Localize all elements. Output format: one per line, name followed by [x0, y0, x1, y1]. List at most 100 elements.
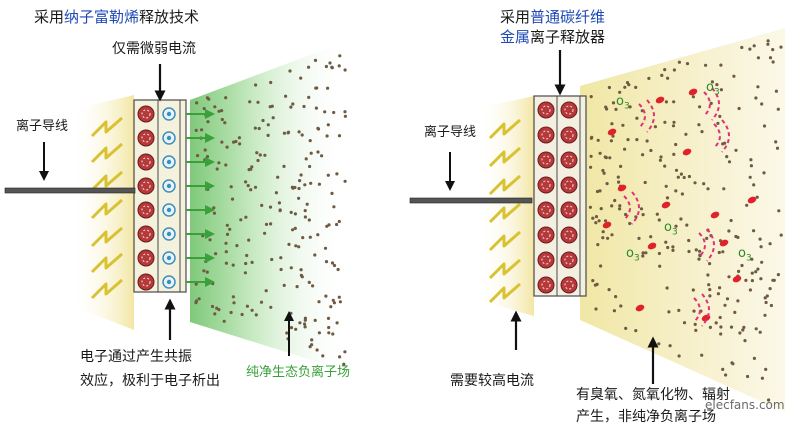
ion-particle [619, 304, 623, 308]
ion-particle [748, 175, 752, 179]
ion-particle [750, 279, 755, 283]
ion-particle [194, 299, 198, 303]
pollutant-particle [719, 239, 729, 247]
right-title-line2-highlight: 金属 [500, 28, 531, 46]
emitter-cell-core [541, 105, 551, 115]
ion-particle [314, 106, 318, 110]
ion-particle [232, 301, 236, 305]
ion-particle [308, 345, 312, 349]
ion-particle [657, 218, 661, 222]
lightning-bolt [488, 282, 521, 304]
ozone-label-5: o3 [738, 246, 752, 264]
ion-particle [313, 253, 317, 257]
ion-particle [256, 158, 260, 163]
emitter-cell-core [141, 157, 151, 167]
ion-particle [702, 182, 706, 186]
ion-particle [263, 153, 267, 157]
ion-particle [297, 186, 301, 191]
ion-particle [682, 321, 687, 325]
ion-particle [338, 54, 342, 58]
ion-particle [729, 325, 734, 329]
ion-particle [613, 198, 617, 203]
ion-particle [317, 182, 321, 186]
ion-particle [671, 245, 675, 249]
ion-particle [332, 263, 337, 268]
radiation-wave [713, 123, 721, 149]
ion-particle [332, 110, 336, 115]
ion-particle [693, 322, 697, 326]
right-title-line1: 采用普通碳纤维 [500, 8, 605, 26]
ion-particle [763, 296, 767, 300]
ion-particle [313, 58, 318, 63]
emitter-cell-core [564, 205, 574, 215]
ion-particle [589, 154, 593, 158]
ion-particle [293, 226, 297, 230]
radiation-wave [638, 103, 646, 129]
ion-particle [595, 282, 599, 286]
right-title-line1-prefix: 采用 [500, 8, 531, 26]
ion-particle [614, 107, 618, 111]
emitter-cell-core [541, 130, 551, 140]
ion-particle [674, 168, 679, 172]
ion-particle [311, 284, 315, 288]
ion-particle [200, 128, 204, 132]
ion-particle [337, 219, 341, 224]
ion-particle [244, 180, 248, 184]
ion-particle [259, 300, 264, 304]
ion-particle [278, 208, 282, 212]
ion-particle [240, 312, 244, 317]
emitter-cell-core [564, 155, 574, 165]
ion-particle [303, 322, 307, 326]
emitter-cell-core [141, 181, 151, 191]
ion-particle [305, 202, 309, 206]
ion-particle [765, 294, 769, 298]
ion-particle [708, 294, 712, 298]
ion-particle [725, 297, 730, 301]
ion-particle [697, 123, 701, 127]
emitter-cell [560, 251, 578, 269]
ion-particle [716, 292, 721, 296]
right-ion-particles [588, 39, 783, 402]
ion-particle [639, 207, 644, 211]
ion-particle [268, 205, 273, 209]
ion-particle [279, 256, 283, 260]
ion-particle [342, 362, 346, 366]
ion-particle [641, 153, 645, 157]
ion-particle [338, 355, 342, 359]
ion-particle [706, 273, 710, 277]
ion-particle [313, 318, 317, 322]
ion-particle [723, 303, 727, 307]
ion-particle [607, 288, 611, 292]
emitter-cell-core [541, 230, 551, 240]
ion-particle [764, 300, 768, 305]
ion-particle [762, 124, 767, 128]
ion-particle [677, 60, 682, 64]
ion-particle [716, 121, 720, 125]
pollutant-particle [710, 211, 720, 219]
ion-particle [269, 222, 273, 226]
ion-particle [249, 188, 253, 192]
left-field-label: 纯净生态负离子场 [246, 365, 351, 380]
lightning-bolt [488, 230, 521, 252]
ion-particle [775, 146, 780, 150]
ion-particle [733, 310, 737, 314]
lightning-bolt [488, 118, 521, 140]
ion-particle [596, 138, 600, 142]
ion-particle [665, 196, 670, 200]
ion-particle [623, 85, 627, 89]
ion-particle [626, 138, 630, 142]
ion-particle [289, 311, 293, 315]
ion-particle [740, 45, 744, 50]
left-effect-line2: 效应，极利于电子析出 [80, 373, 220, 389]
ion-particle [674, 189, 678, 193]
ion-particle [239, 218, 243, 222]
ion-particle [324, 260, 329, 264]
ion-particle [687, 249, 691, 254]
ion-particle [719, 325, 723, 329]
ion-particle [214, 252, 218, 256]
ion-particle [741, 328, 745, 332]
ion-particle [338, 300, 342, 304]
ion-particle [707, 283, 711, 287]
lightning-bolt [90, 278, 123, 300]
emitter-cell [560, 201, 578, 219]
